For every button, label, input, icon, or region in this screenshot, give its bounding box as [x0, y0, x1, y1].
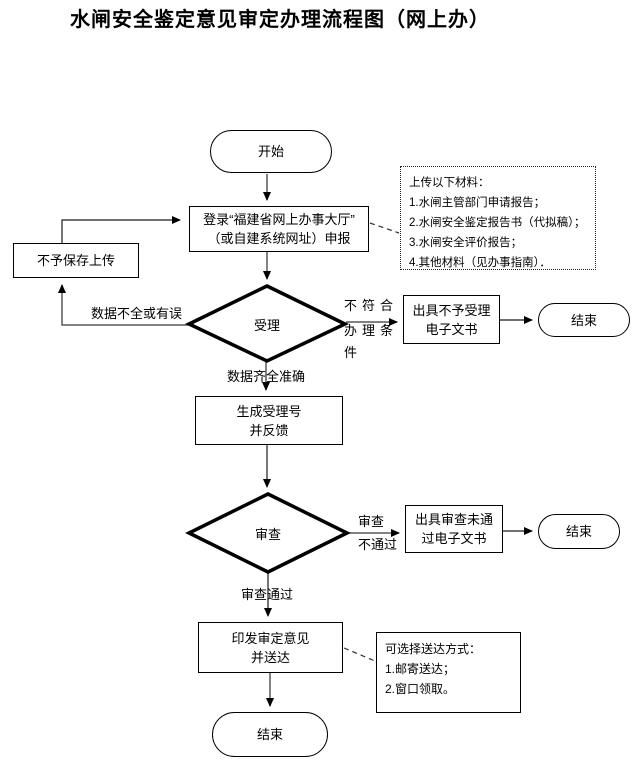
no-save-label: 不予保存上传 — [36, 253, 115, 268]
upload-materials-note: 上传以下材料： 1.水闸主管部门申请报告； 2.水闸安全鉴定报告书（代拟稿）； … — [400, 166, 596, 270]
end-mid-label: 结束 — [565, 524, 592, 539]
edge-label-data-incomplete: 数据不全或有误 — [91, 306, 183, 321]
end-bottom-node: 结束 — [212, 712, 328, 757]
generate-number-node: 生成受理号 并反馈 — [195, 396, 343, 445]
edge-label-not-eligible-line3: 件 — [344, 345, 363, 360]
reject-review-node: 出具审查未通 过电子文书 — [405, 505, 503, 553]
accept-decision-label: 受理 — [253, 318, 280, 333]
generate-number-line2: 并反馈 — [249, 422, 289, 438]
edge-issue-to-deliverynote — [343, 647, 376, 662]
upload-note-line: 1.水闸主管部门申请报告； — [409, 197, 546, 209]
upload-note-line: 4.其他材料（见办事指南）． — [409, 257, 551, 269]
delivery-note-line: 2.窗口领取。 — [385, 682, 456, 696]
start-node: 开始 — [210, 130, 332, 173]
generate-number-line1: 生成受理号 — [236, 403, 302, 419]
edge-label-data-complete: 数据齐全准确 — [227, 369, 306, 384]
delivery-options-note: 可选择送达方式： 1.邮寄送达； 2.窗口领取。 — [376, 632, 521, 713]
reject-review-line1: 出具审查未通 — [414, 512, 493, 527]
login-apply-line1: 登录“福建省网上办事大厅” — [203, 212, 355, 227]
no-save-node: 不予保存上传 — [13, 243, 139, 278]
end-top-label: 结束 — [570, 312, 597, 328]
start-node-label: 开始 — [257, 144, 284, 159]
edge-accept-to-nosave — [58, 284, 188, 326]
edge-label-review-fail: 审查 不通过 — [358, 512, 397, 555]
accept-decision-diamond — [184, 284, 350, 363]
reject-review-line2: 过电子文书 — [421, 531, 487, 546]
delivery-note-line: 可选择送达方式： — [385, 642, 482, 656]
edge-label-not-eligible-line1: 不符合 — [344, 298, 399, 313]
edge-label-review-fail-line2: 不通过 — [358, 537, 398, 552]
edge-nosave-to-login — [61, 216, 181, 243]
login-apply-node: 登录“福建省网上办事大厅” （或自建系统网址）申报 — [189, 206, 369, 252]
review-decision-diamond — [185, 492, 351, 574]
upload-note-line: 上传以下材料： — [409, 177, 490, 189]
review-decision-label: 审查 — [254, 527, 281, 542]
page-title: 水闸安全鉴定意见审定办理流程图（网上办） — [70, 9, 490, 31]
edge-label-review-fail-line1: 审查 — [358, 514, 385, 529]
upload-note-line: 2.水闸安全鉴定报告书（代拟稿）； — [409, 217, 586, 229]
login-apply-line2: （或自建系统网址）申报 — [207, 231, 351, 246]
reject-accept-line1: 出具不予受理 — [412, 302, 491, 318]
reject-accept-line2: 电子文书 — [425, 321, 478, 337]
delivery-note-line: 1.邮寄送达； — [385, 662, 456, 676]
edge-label-not-eligible: 不符合 办理条 件 — [344, 295, 398, 364]
end-mid-node: 结束 — [538, 514, 620, 549]
issue-deliver-node: 印发审定意见 并送达 — [198, 622, 343, 673]
end-bottom-label: 结束 — [256, 727, 283, 742]
reject-accept-node: 出具不予受理 电子文书 — [403, 295, 500, 344]
edge-label-review-pass: 审查通过 — [241, 587, 294, 602]
upload-note-line: 3.水闸安全评价报告； — [409, 237, 523, 249]
edge-login-to-uploadnote — [369, 222, 400, 234]
edge-label-not-eligible-line2: 办理条 — [344, 323, 399, 338]
issue-deliver-line2: 并送达 — [250, 649, 290, 665]
end-top-node: 结束 — [538, 303, 630, 337]
issue-deliver-line1: 印发审定意见 — [231, 630, 310, 646]
